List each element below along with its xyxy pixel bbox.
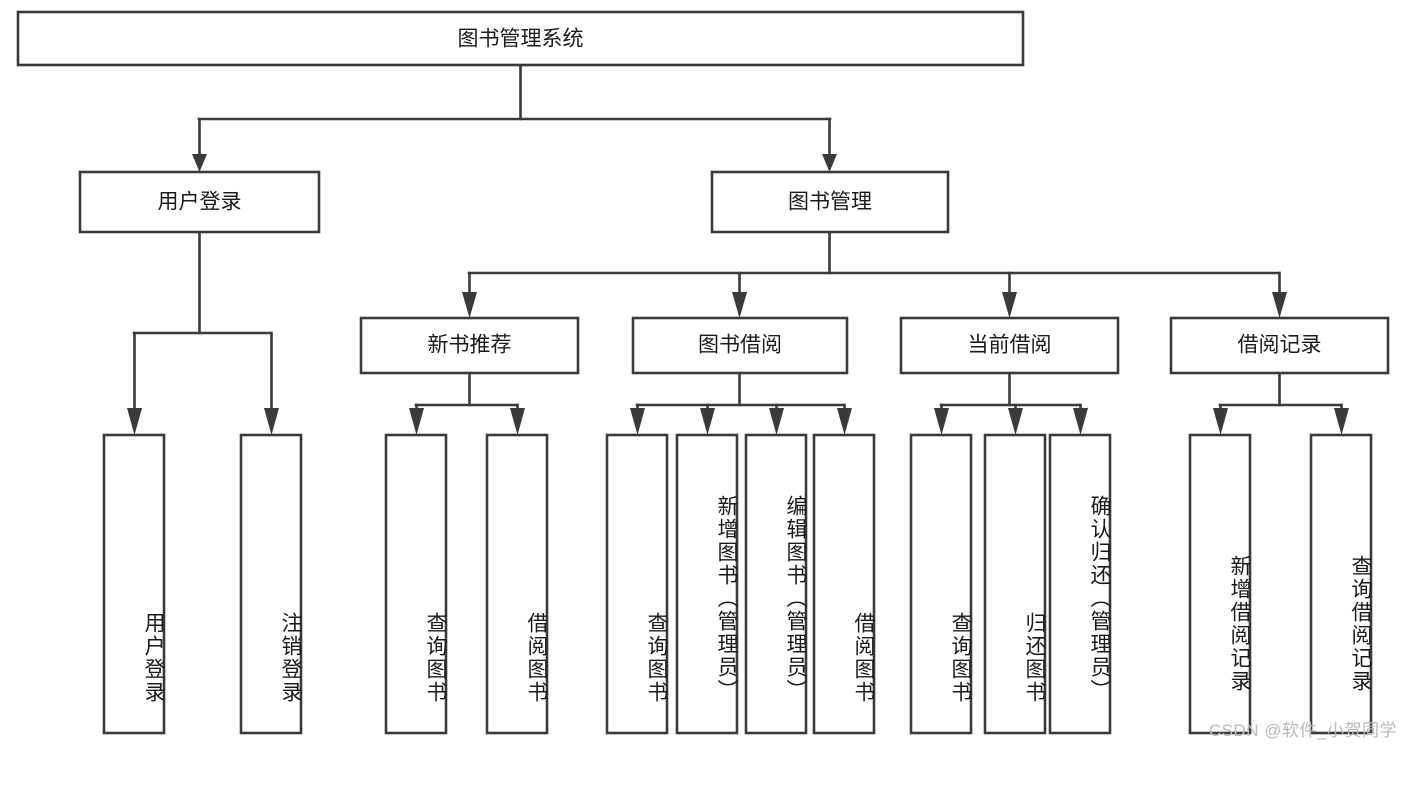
node-new-book-rec-label: 新书推荐	[428, 334, 512, 357]
arrow-head-book-borrow	[732, 292, 747, 318]
arrow-head-book-manage	[822, 154, 837, 172]
node-book-borrow-label: 图书借阅	[698, 334, 782, 357]
leaf-box-user-login[interactable]	[102, 433, 166, 735]
node-book-manage-label: 图书管理	[788, 191, 872, 214]
leaf-box-return-book[interactable]	[983, 433, 1047, 735]
node-root-label: 图书管理系统	[458, 28, 584, 51]
node-current-borrow[interactable]: 当前借阅	[899, 316, 1120, 375]
leaf-box-query-book-2[interactable]	[605, 433, 669, 735]
leaf-box-confirm-return[interactable]	[1048, 433, 1112, 735]
arrow-head-current-borrow	[1002, 292, 1017, 318]
arrow-head-leaf-query-book-3	[934, 408, 949, 435]
arrow-head-leaf-confirm-return	[1073, 408, 1088, 435]
node-root[interactable]: 图书管理系统	[16, 10, 1025, 67]
node-user-login[interactable]: 用户登录	[78, 170, 321, 234]
node-current-borrow-box[interactable]	[899, 316, 1120, 375]
arrow-head-leaf-edit-book	[769, 408, 784, 435]
diagram-root: 图书管理系统 用户登录 图书管理 新书推荐 图书借阅 当前借阅 借阅记录	[16, 10, 1397, 740]
node-book-manage[interactable]: 图书管理	[710, 170, 950, 234]
leaf-box-add-record[interactable]	[1188, 433, 1252, 735]
arrow-head-leaf-add-book	[700, 408, 715, 435]
arrow-head-new-book-rec	[462, 292, 477, 318]
node-new-book-rec[interactable]: 新书推荐	[359, 316, 580, 375]
watermark-text: CSDN @软件_小贺同学	[1208, 721, 1397, 740]
node-user-login-label: 用户登录	[158, 191, 242, 214]
arrow-head-leaf-user-login	[127, 408, 142, 435]
node-book-borrow[interactable]: 图书借阅	[631, 316, 849, 375]
node-current-borrow-label: 当前借阅	[968, 334, 1052, 357]
leaf-box-add-book[interactable]	[675, 433, 739, 735]
leaf-box-edit-book[interactable]	[744, 433, 808, 735]
node-root-box[interactable]	[16, 10, 1025, 67]
arrow-head-leaf-query-book-1	[409, 408, 424, 435]
arrow-head-leaf-query-record	[1334, 408, 1349, 435]
leaf-box-query-record[interactable]	[1309, 433, 1373, 735]
arrow-head-leaf-borrow-book-2	[837, 408, 852, 435]
arrow-head-leaf-query-book-2	[630, 408, 645, 435]
node-borrow-record-label: 借阅记录	[1238, 334, 1322, 357]
node-book-manage-box[interactable]	[710, 170, 950, 234]
node-user-login-box[interactable]	[78, 170, 321, 234]
leaf-box-borrow-book-2[interactable]	[812, 433, 876, 735]
arrow-head-leaf-borrow-book-1	[510, 408, 525, 435]
leaf-box-query-book-3[interactable]	[909, 433, 973, 735]
arrow-head-leaf-add-record	[1213, 408, 1228, 435]
node-book-borrow-box[interactable]	[631, 316, 849, 375]
connector-layer	[127, 63, 1349, 435]
arrow-head-leaf-return-book	[1008, 408, 1023, 435]
arrow-head-leaf-logout	[264, 408, 279, 435]
arrow-head-borrow-record	[1272, 292, 1287, 318]
leaf-box-borrow-book-1[interactable]	[485, 433, 549, 735]
hierarchy-diagram-canvas: 图书管理系统 用户登录 图书管理 新书推荐 图书借阅 当前借阅 借阅记录	[16, 10, 1390, 735]
arrow-head-user-login	[192, 154, 207, 172]
node-borrow-record[interactable]: 借阅记录	[1169, 316, 1390, 375]
leaf-box-logout[interactable]	[239, 433, 303, 735]
node-new-book-rec-box[interactable]	[359, 316, 580, 375]
leaf-box-query-book-1[interactable]	[384, 433, 448, 735]
node-borrow-record-box[interactable]	[1169, 316, 1390, 375]
leaf-node-layer	[102, 433, 1373, 735]
